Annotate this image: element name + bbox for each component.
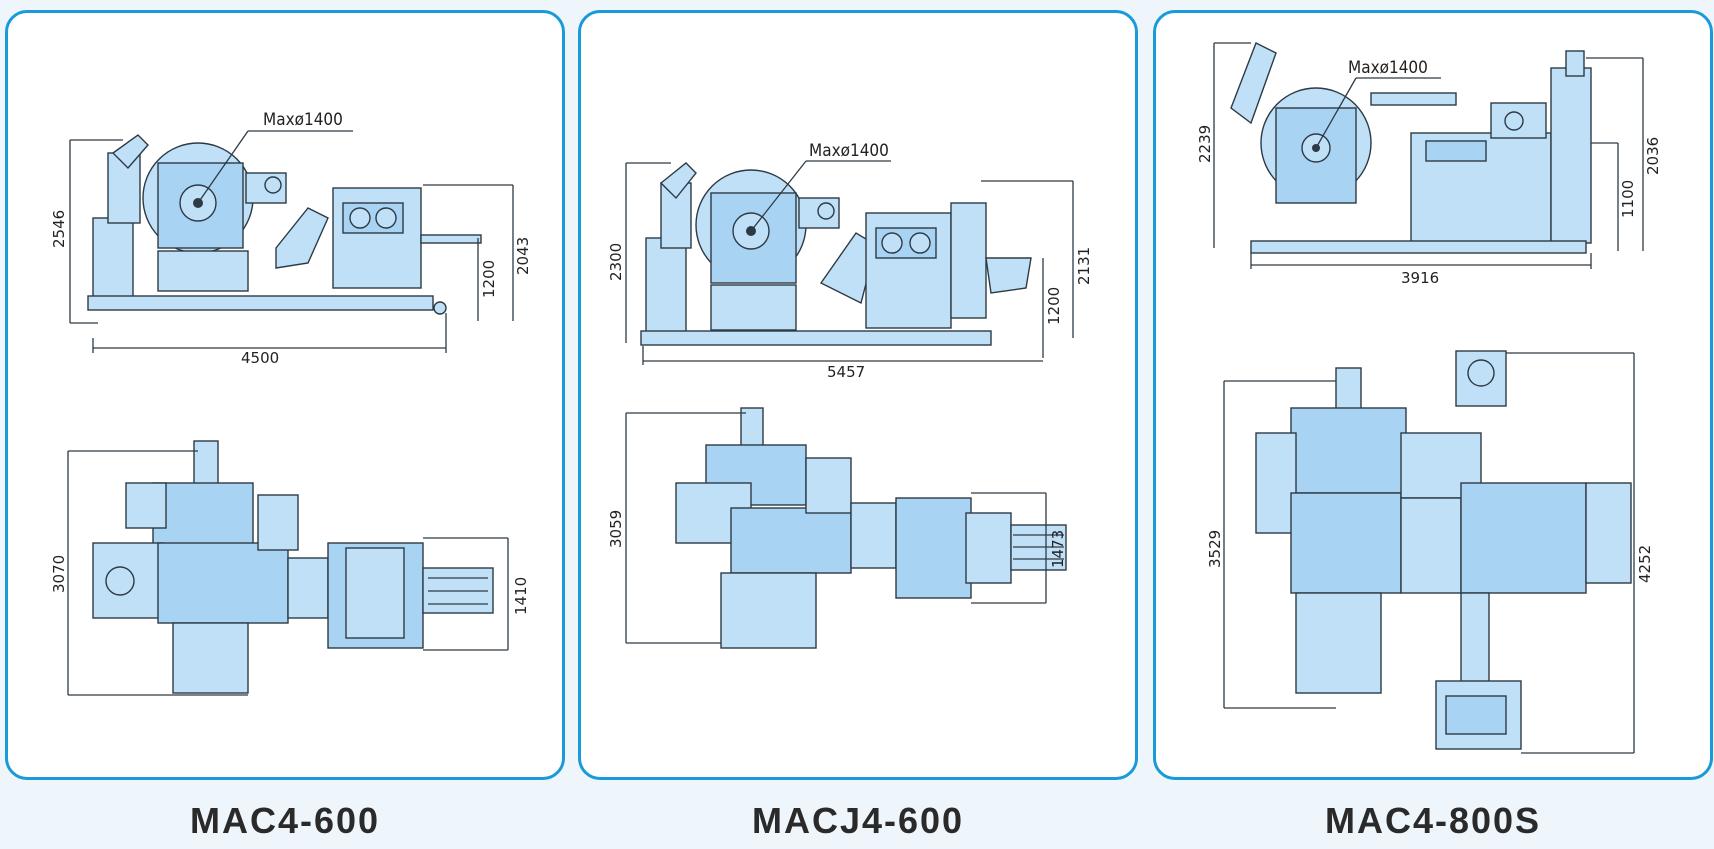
top-view xyxy=(1223,350,1635,754)
max-diameter-label: Maxø1400 xyxy=(263,110,343,130)
drawing-panel-mac4-800s: Maxø1400 2239 2036 1100 3916 3 xyxy=(1153,10,1713,780)
drawing-panel-macj4-600: Maxø1400 2300 2131 1200 5457 3059 xyxy=(578,10,1138,780)
dimension-line-height: 1200 xyxy=(480,260,498,298)
dimension-total-height: 2239 xyxy=(1196,125,1214,163)
drawing-panel-mac4-600: Maxø1400 2546 2043 1200 4500 xyxy=(5,10,565,780)
max-diameter-label: Maxø1400 xyxy=(809,141,889,161)
caption-mac4-800s: MAC4-800S xyxy=(1324,800,1542,841)
macj4-600-drawing: Maxø1400 2300 2131 1200 5457 3059 xyxy=(607,141,1093,649)
max-diameter-label: Maxø1400 xyxy=(1348,58,1428,78)
caption-macj4-600: MACJ4-600 xyxy=(751,800,965,841)
dimension-length: 3916 xyxy=(1401,269,1439,287)
mac4-600-drawing: Maxø1400 2546 2043 1200 4500 xyxy=(50,110,532,696)
caption-mac4-600: MAC4-600 xyxy=(189,800,381,841)
dimension-depth: 3070 xyxy=(50,555,68,593)
dimension-depth: 3059 xyxy=(607,510,625,548)
side-view xyxy=(625,160,1074,365)
dimension-width-right: 4252 xyxy=(1636,545,1654,583)
side-view xyxy=(1213,42,1644,269)
dimension-width-right: 1473 xyxy=(1049,530,1067,568)
dimension-length: 5457 xyxy=(827,363,865,381)
dimension-depth: 3529 xyxy=(1206,530,1224,568)
side-view xyxy=(69,130,514,353)
dimension-total-height: 2546 xyxy=(50,210,68,248)
dimension-length: 4500 xyxy=(241,349,279,367)
dimension-right-height: 2036 xyxy=(1644,137,1662,175)
dimension-right-height: 2043 xyxy=(514,237,532,275)
mac4-800s-drawing: Maxø1400 2239 2036 1100 3916 3 xyxy=(1196,42,1662,754)
dimension-line-height: 1200 xyxy=(1045,287,1063,325)
top-view xyxy=(67,440,509,696)
dimension-line-height: 1100 xyxy=(1619,180,1637,218)
dimension-width-right: 1410 xyxy=(512,577,530,615)
dimension-total-height: 2300 xyxy=(607,243,625,281)
dimension-right-height: 2131 xyxy=(1075,247,1093,285)
top-view xyxy=(625,407,1067,649)
